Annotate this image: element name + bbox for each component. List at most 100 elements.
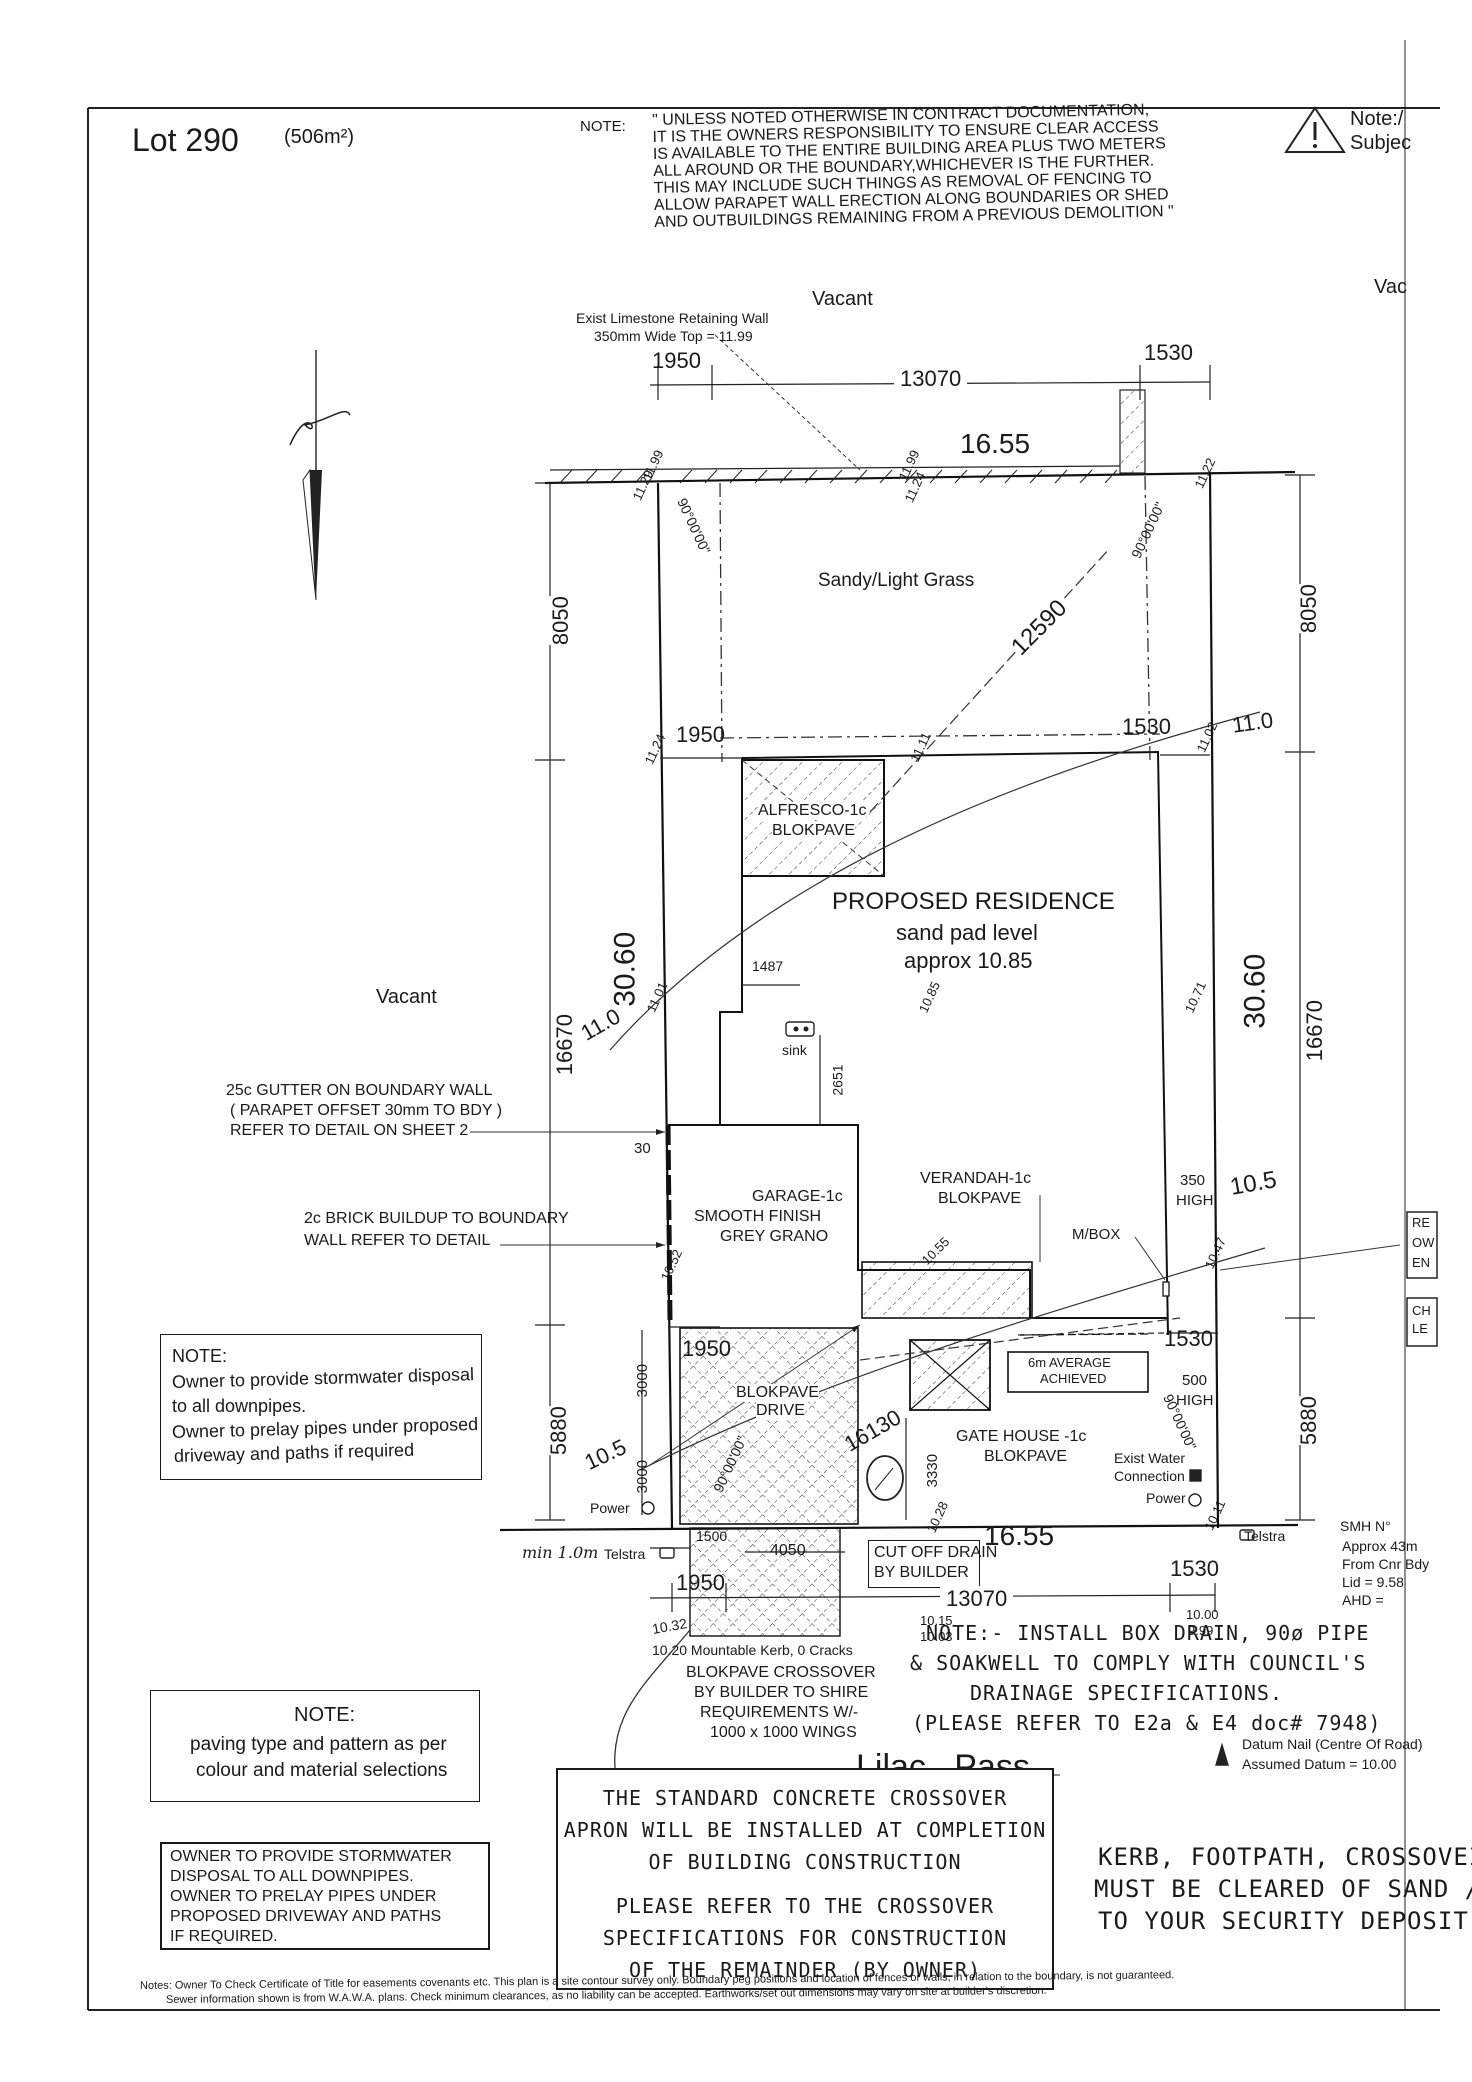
vacant-rear-right-label: Vac bbox=[1374, 276, 1407, 298]
average-label2: ACHIEVED bbox=[1040, 1371, 1107, 1386]
dim-setback-left-mid: 1950 bbox=[676, 722, 725, 747]
crossover-stamp-line3: OF BUILDING CONSTRUCTION bbox=[648, 1850, 962, 1874]
crossover-note-line3: REQUIREMENTS W/- bbox=[700, 1704, 859, 1721]
residence-sub1: sand pad level bbox=[896, 920, 1038, 945]
lot-title: Lot 290 bbox=[132, 122, 239, 158]
paving-note-label: NOTE: bbox=[294, 1704, 356, 1726]
vacant-rear-label: Vacant bbox=[812, 288, 873, 310]
water-label1: Exist Water bbox=[1114, 1450, 1186, 1466]
dim-top-mid: 13070 bbox=[894, 366, 968, 392]
min-clearance-note: min 1.0m bbox=[522, 1543, 599, 1562]
dim-drive-3000a: 3000 bbox=[634, 1363, 652, 1398]
verandah-material: BLOKPAVE bbox=[938, 1190, 1021, 1207]
crossover-stamp-line6: OF THE REMAINDER (BY OWNER) bbox=[628, 1958, 982, 1982]
gate-house-material: BLOKPAVE bbox=[984, 1448, 1067, 1465]
crossover-note-line4: 1000 x 1000 WINGS bbox=[710, 1724, 857, 1741]
edge-fragment-5: LE bbox=[1412, 1321, 1428, 1336]
gate-house-label: GATE HOUSE -1c bbox=[956, 1428, 1087, 1445]
power-right-label: Power bbox=[1146, 1490, 1186, 1506]
dim-verge-1500: 1500 bbox=[696, 1528, 728, 1544]
drive-label: BLOKPAVE bbox=[736, 1384, 819, 1403]
rear-retaining-wall bbox=[549, 389, 1146, 484]
gutter-callout-line2: ( PARAPET OFFSET 30mm TO BDY ) bbox=[230, 1102, 503, 1119]
retaining-wall-line1: Exist Limestone Retaining Wall bbox=[576, 310, 769, 326]
average-box bbox=[1007, 1351, 1149, 1393]
crossover-area-2 bbox=[690, 1528, 840, 1636]
height-500: 500 bbox=[1182, 1372, 1208, 1389]
dim-setback-right-mid: 1530 bbox=[1122, 714, 1171, 739]
edge-fragment-4: CH bbox=[1412, 1303, 1431, 1318]
level-1000: 10.00 bbox=[1186, 1607, 1219, 1622]
lot-area: (506m²) bbox=[284, 126, 355, 148]
dim-sink-offset: 2651 bbox=[829, 1064, 846, 1096]
dim-frontage-bottom: 16.55 bbox=[984, 1520, 1055, 1551]
sewer-line2: Approx 43m bbox=[1342, 1538, 1418, 1554]
brick-callout-line2: WALL REFER TO DETAIL bbox=[304, 1232, 491, 1249]
stormwater-note-label: NOTE: bbox=[172, 1346, 228, 1366]
dim-bottom-mid: 13070 bbox=[940, 1586, 1014, 1612]
edge-fragment-2: OW bbox=[1412, 1235, 1435, 1250]
dim-alfresco-offset: 1487 bbox=[752, 958, 784, 974]
sewer-line5: AHD = bbox=[1342, 1592, 1384, 1608]
height-350-high: HIGH bbox=[1176, 1192, 1214, 1209]
residence-sub2: approx 10.85 bbox=[904, 948, 1033, 973]
sink-icon bbox=[785, 1021, 815, 1037]
gutter-callout-line3: REFER TO DETAIL ON SHEET 2 bbox=[230, 1122, 469, 1139]
crossover-stamp-line5: SPECIFICATIONS FOR CONSTRUCTION bbox=[602, 1926, 1008, 1950]
kerb-stamp-line1: KERB, FOOTPATH, CROSSOVEI bbox=[1098, 1843, 1472, 1871]
garage-material: GREY GRANO bbox=[720, 1228, 829, 1245]
top-note-label: NOTE: bbox=[580, 118, 626, 135]
corner-note-line1: Note:/ bbox=[1350, 108, 1404, 130]
garage-finish: SMOOTH FINISH bbox=[694, 1208, 822, 1225]
kerb-stamp-line3: TO YOUR SECURITY DEPOSIT bbox=[1098, 1907, 1469, 1935]
dim-front-depth-left: 5880 bbox=[545, 1406, 572, 1456]
dim-parapet-offset: 30 bbox=[634, 1140, 651, 1157]
dim-top-right-setback: 1530 bbox=[1144, 340, 1193, 365]
dim-top-left-setback: 1950 bbox=[652, 348, 701, 373]
stormwater-note-line2: to all downpipes. bbox=[172, 1396, 307, 1416]
dim-drive-3000b: 3000 bbox=[634, 1459, 652, 1494]
dim-house-depth-right: 16670 bbox=[1301, 1000, 1328, 1062]
cut-off-drain-box bbox=[868, 1540, 980, 1588]
edge-fragment-1: RE bbox=[1412, 1215, 1431, 1230]
dim-bottom-left-setback: 1950 bbox=[676, 1570, 725, 1595]
crossover-stamp-line4: PLEASE REFER TO THE CROSSOVER bbox=[615, 1894, 995, 1918]
garage-label: GARAGE-1c bbox=[752, 1188, 843, 1205]
level-999: 9.99 bbox=[1188, 1623, 1214, 1638]
cut-off-drain-line1: CUT OFF DRAIN bbox=[874, 1544, 998, 1561]
water-label2: Connection bbox=[1114, 1468, 1185, 1484]
owner-box-line4: PROPOSED DRIVEWAY AND PATHS bbox=[170, 1908, 442, 1925]
dim-verge-4050: 4050 bbox=[770, 1542, 806, 1559]
cut-off-drain-line2: BY BUILDER bbox=[874, 1564, 969, 1581]
sheet-border bbox=[87, 40, 1440, 2011]
drain-stamp-line2: & SOAKWELL TO COMPLY WITH COUNCIL'S bbox=[910, 1651, 1367, 1675]
owner-responsibility-box bbox=[160, 1842, 490, 1950]
dim-frontage-top: 16.55 bbox=[960, 428, 1031, 459]
drain-stamp-line1: NOTE:- INSTALL BOX DRAIN, 90ø PIPE bbox=[926, 1621, 1370, 1645]
drain-stamp-line3: DRAINAGE SPECIFICATIONS. bbox=[970, 1681, 1283, 1705]
dim-front-depth-right: 5880 bbox=[1295, 1396, 1322, 1446]
crossover-stamp-line1: THE STANDARD CONCRETE CROSSOVER bbox=[602, 1786, 1008, 1810]
paving-note-box bbox=[150, 1690, 480, 1802]
crossover-note-line1: BLOKPAVE CROSSOVER bbox=[686, 1664, 876, 1681]
paving-note-line2: colour and material selections bbox=[196, 1760, 448, 1781]
sewer-line4: Lid = 9.58 bbox=[1342, 1574, 1404, 1590]
level-1015: 10.15 bbox=[920, 1613, 953, 1628]
drain-stamp-line4: (PLEASE REFER TO E2a & E4 doc# 7948) bbox=[912, 1711, 1382, 1735]
alfresco-material: BLOKPAVE bbox=[772, 822, 855, 841]
crossover-stamp-box bbox=[556, 1768, 1054, 1990]
datum-line1: Datum Nail (Centre Of Road) bbox=[1242, 1736, 1423, 1752]
dim-lot-depth-left: 30.60 bbox=[608, 931, 642, 1007]
telstra-right-label: Telstra bbox=[1244, 1528, 1286, 1544]
crossover-note-line2: BY BUILDER TO SHIRE bbox=[694, 1684, 869, 1701]
average-label1: 6m AVERAGE bbox=[1028, 1355, 1111, 1370]
verandah-area bbox=[861, 1261, 1033, 1319]
brick-callout-line1: 2c BRICK BUILDUP TO BOUNDARY bbox=[304, 1210, 569, 1227]
gutter-callout-line1: 25c GUTTER ON BOUNDARY WALL bbox=[226, 1082, 493, 1099]
dim-setback-left-front: 1950 bbox=[682, 1336, 731, 1361]
dim-bottom-right-setback: 1530 bbox=[1170, 1556, 1219, 1581]
dim-setback-right-front: 1530 bbox=[1164, 1326, 1213, 1351]
owner-box-line1: OWNER TO PROVIDE STORMWATER bbox=[170, 1848, 452, 1865]
sewer-line3: From Cnr Bdy bbox=[1342, 1556, 1430, 1572]
